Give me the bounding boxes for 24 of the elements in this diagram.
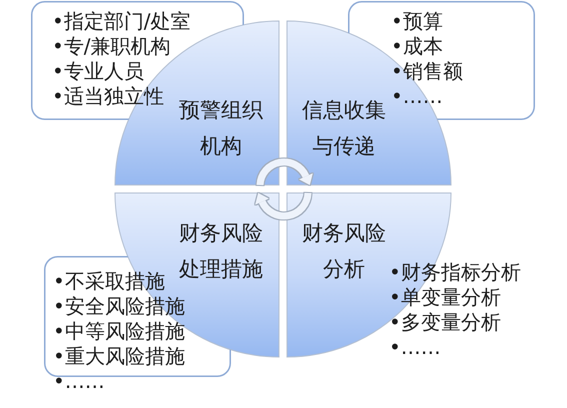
list-item: •……	[391, 84, 443, 109]
list-item: •专业人员	[52, 59, 144, 84]
list-item: •……	[53, 369, 105, 394]
list-item: •适当独立性	[52, 84, 164, 109]
list-item: •不采取措施	[53, 269, 165, 294]
list-item: •单变量分析	[389, 285, 501, 310]
segment-label: 信息收集与传递	[301, 97, 387, 160]
segment-label: 财务风险分析	[301, 220, 387, 283]
segment-label: 预警组织机构	[178, 97, 264, 160]
list-item: •财务指标分析	[389, 260, 521, 285]
list-item: •成本	[391, 34, 443, 59]
list-item: •中等风险措施	[53, 319, 185, 344]
list-item: •多变量分析	[389, 310, 501, 335]
cycle-arrow	[255, 192, 312, 220]
segment-label: 财务风险处理措施	[178, 220, 264, 283]
list-item: •……	[389, 335, 441, 360]
list-item: •重大风险措施	[53, 344, 185, 369]
list-item: •安全风险措施	[53, 294, 185, 319]
list-item: •专/兼职机构	[52, 34, 171, 59]
cycle-arrow	[256, 158, 313, 186]
list-item: •预算	[391, 9, 443, 34]
bullet-list-card	[31, 1, 244, 120]
list-item: •指定部门/处室	[52, 9, 191, 34]
list-item: •销售额	[391, 59, 463, 84]
